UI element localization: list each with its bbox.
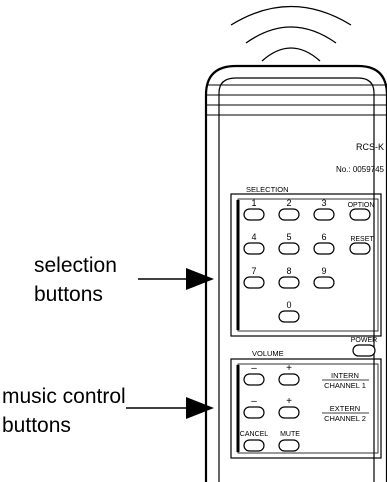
selection-callout: selection buttons [34, 254, 214, 306]
selection-callout-arrowhead [186, 268, 214, 290]
signal-wave-inner [261, 47, 321, 62]
selection-keys [243, 208, 371, 323]
selection-callout-line2: buttons [34, 283, 103, 306]
signal-wave-outer [230, 5, 352, 26]
key-2[interactable] [278, 208, 300, 221]
key-7[interactable] [243, 276, 265, 289]
music-callout-line1: music control [2, 385, 126, 408]
remote-inner-outline [218, 77, 375, 482]
channel-1-label: CHANNEL 1 [324, 381, 366, 390]
key-8[interactable] [278, 276, 300, 289]
mute-button[interactable] [278, 439, 300, 452]
key-6[interactable] [313, 242, 335, 255]
power-button[interactable] [352, 344, 376, 357]
plus-extern-label: + [286, 396, 292, 407]
option-button[interactable] [349, 208, 371, 221]
minus-intern-label: – [251, 363, 257, 374]
remote-outline [204, 64, 387, 482]
plus-intern-label: + [286, 363, 292, 374]
channel-2-label: CHANNEL 2 [324, 414, 366, 423]
selection-callout-line1: selection [34, 254, 117, 277]
cancel-label: CANCEL [240, 431, 269, 438]
key-4-label: 4 [251, 232, 256, 242]
key-2-label: 2 [286, 198, 291, 208]
key-1-label: 1 [251, 198, 256, 208]
key-4[interactable] [243, 242, 265, 255]
key-5[interactable] [278, 242, 300, 255]
cancel-button[interactable] [243, 439, 265, 452]
key-6-label: 6 [321, 232, 326, 242]
serial-number: No.: 0059745 [336, 165, 385, 174]
intern-label: INTERN [331, 371, 359, 380]
music-callout-line2: buttons [2, 414, 71, 437]
music-callout: music control buttons [2, 385, 214, 437]
power-label: POWER [351, 337, 377, 344]
key-0-label: 0 [286, 300, 291, 310]
key-3[interactable] [313, 208, 335, 221]
key-9-label: 9 [321, 266, 326, 276]
reset-label: RESET [350, 236, 374, 243]
key-7-label: 7 [251, 266, 256, 276]
key-3-label: 3 [321, 198, 326, 208]
selection-panel: SELECTION [230, 185, 382, 337]
signal-waves [230, 5, 352, 62]
volume-title: VOLUME [252, 349, 284, 358]
reset-button[interactable] [349, 242, 371, 255]
remote-body [204, 64, 387, 482]
selection-key-labels: 1 2 3 OPTION 4 5 6 RESET 7 8 9 0 [251, 198, 374, 310]
music-key-labels: – + – + CANCEL MUTE [240, 363, 300, 438]
key-0[interactable] [278, 310, 300, 323]
key-1[interactable] [243, 208, 265, 221]
channel-labels: INTERN CHANNEL 1 EXTERN CHANNEL 2 [322, 371, 369, 423]
volume-up-intern-button[interactable] [278, 373, 300, 386]
signal-wave-middle [245, 26, 337, 44]
music-keys [243, 373, 300, 452]
minus-extern-label: – [251, 396, 257, 407]
key-9[interactable] [313, 276, 335, 289]
volume-up-extern-button[interactable] [278, 406, 300, 419]
selection-title: SELECTION [246, 185, 289, 194]
key-5-label: 5 [286, 232, 291, 242]
volume-down-extern-button[interactable] [243, 406, 265, 419]
music-callout-arrowhead [186, 397, 214, 419]
music-panel-frame [230, 358, 382, 459]
option-label: OPTION [348, 202, 375, 209]
selection-panel-frame [230, 193, 382, 337]
extern-label: EXTERN [330, 404, 360, 413]
volume-down-intern-button[interactable] [243, 373, 265, 386]
model-label: RCS-K [356, 142, 384, 152]
key-8-label: 8 [286, 266, 291, 276]
music-control-panel [230, 358, 382, 459]
mute-label: MUTE [280, 431, 300, 438]
